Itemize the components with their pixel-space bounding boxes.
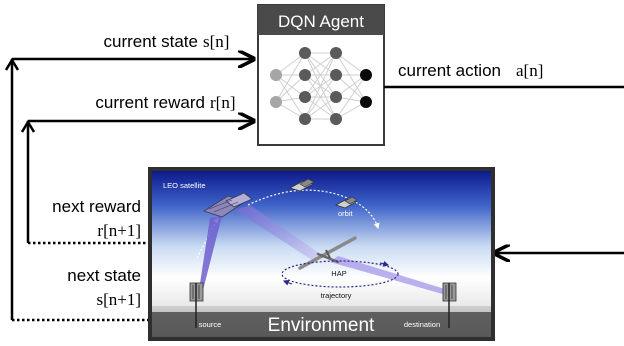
neural-network-icon xyxy=(275,52,367,120)
hap-trajectory-path xyxy=(281,260,399,288)
current-reward-arrow xyxy=(26,121,252,243)
hap-label: HAP xyxy=(331,269,346,278)
current-state-arrow xyxy=(10,59,252,320)
dqn-agent-box: DQN Agent xyxy=(257,4,385,146)
destination-label: destination xyxy=(404,320,440,329)
environment-box: Environment xyxy=(148,167,495,341)
orbit-label: orbit xyxy=(338,209,354,218)
agent-title: DQN Agent xyxy=(278,12,364,31)
current-action-label: current action xyxy=(398,61,501,80)
trajectory-arrow-left xyxy=(282,279,293,286)
environment-title: Environment xyxy=(268,315,375,336)
environment-label-bar xyxy=(152,312,491,337)
agent-header xyxy=(258,5,384,35)
trajectory-label: trajectory xyxy=(321,291,352,300)
next-state-label: next state xyxy=(67,266,141,285)
orbit-satellite-icon-2 xyxy=(335,196,358,209)
current-state-label: current state xyxy=(104,32,199,51)
feedback-dotted-lines xyxy=(12,241,148,322)
satellite-to-source-beam xyxy=(199,216,222,290)
state-feedback-arrowhead xyxy=(4,57,20,71)
current-reward-label: current reward xyxy=(95,93,205,112)
next-reward-label: next reward xyxy=(52,197,141,216)
current-action-symbol: a[n] xyxy=(516,61,543,80)
reward-feedback-arrowhead xyxy=(20,119,36,133)
next-state-symbol: s[n+1] xyxy=(96,290,141,309)
orbit-satellite-icon-1 xyxy=(288,178,315,192)
destination-tower-icon xyxy=(442,282,457,328)
leo-satellite-icon xyxy=(203,192,253,218)
leo-satellite-label: LEO satellite xyxy=(163,181,206,190)
hap-to-destination-beam xyxy=(330,256,448,295)
nn-input-nodes xyxy=(270,69,282,108)
source-label: source xyxy=(199,320,222,329)
current-state-symbol: s[n] xyxy=(203,32,229,51)
satellite-to-hap-beam xyxy=(235,205,322,262)
trajectory-arrow-right xyxy=(379,260,390,267)
nn-hidden-nodes xyxy=(299,47,342,125)
source-tower-icon xyxy=(189,282,204,328)
nn-output-nodes xyxy=(360,69,372,108)
next-reward-symbol: r[n+1] xyxy=(97,221,141,240)
current-reward-symbol: r[n] xyxy=(210,93,235,112)
orbit-path xyxy=(247,189,380,230)
